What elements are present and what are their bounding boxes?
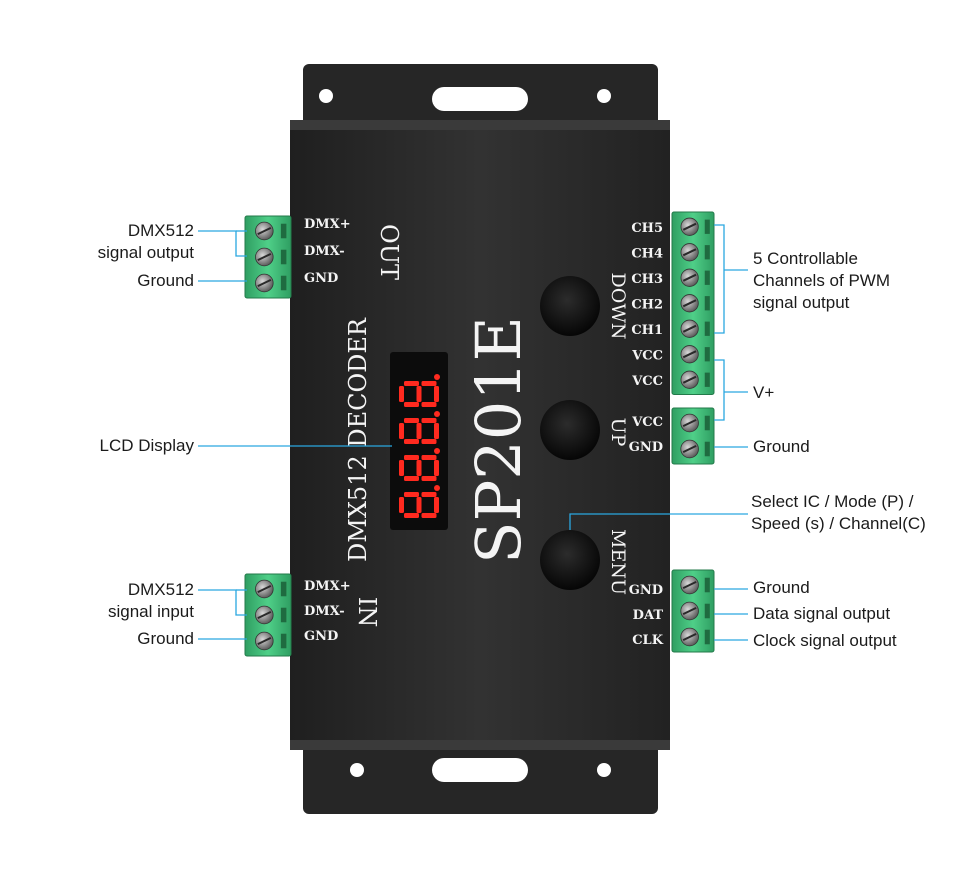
display-digit <box>399 374 440 407</box>
callout-dmx-in-line2: signal input <box>107 602 194 621</box>
callout-dmx-out-line2: signal output <box>97 243 194 262</box>
terminal-screw[interactable] <box>255 273 274 293</box>
terminal-blocks <box>244 211 715 657</box>
up-button-label: UP <box>607 418 629 447</box>
display-digit <box>399 485 440 518</box>
callout-menu-line1: Select IC / Mode (P) / <box>751 492 914 511</box>
pin-label-dmx-in: GND <box>304 629 338 644</box>
port-out-label: OUT <box>375 224 403 280</box>
terminal-screw[interactable] <box>680 413 699 433</box>
callout-pwm-line3: signal output <box>753 293 850 312</box>
terminal-screw[interactable] <box>680 575 699 595</box>
callout-ground-out: Ground <box>137 271 194 290</box>
pin-label-signal: GND <box>629 583 663 598</box>
pin-label-pwm: VCC <box>631 349 663 364</box>
terminal-block-power <box>671 407 715 465</box>
down-button-label: DOWN <box>607 273 629 340</box>
leader-dmx-out <box>198 230 247 257</box>
terminal-block-pwm-vcc <box>671 211 715 395</box>
pin-labels: DMX+ DMX- GND DMX+ DMX- GND CH5CH4CH3CH2CH1VCC… <box>304 217 664 648</box>
pin-label-dmx-out: GND <box>304 271 338 286</box>
callout-dmx-in-line1: DMX512 <box>127 580 194 599</box>
pin-label-pwm: CH5 <box>631 221 663 236</box>
terminal-screw[interactable] <box>680 217 699 236</box>
callout-lcd-display: LCD Display <box>99 436 194 455</box>
terminal-screw[interactable] <box>255 579 274 599</box>
pin-label-power: GND <box>629 440 663 455</box>
terminal-screw[interactable] <box>680 243 699 262</box>
leader-menu <box>569 513 748 530</box>
pin-label-dmx-in: DMX- <box>304 604 345 619</box>
terminal-screw[interactable] <box>680 294 699 313</box>
leader-vplus-bracket <box>714 359 725 421</box>
callout-ground-in: Ground <box>137 629 194 648</box>
display-digit <box>399 411 440 444</box>
terminal-screw[interactable] <box>255 247 274 267</box>
callout-ground-power: Ground <box>753 437 810 456</box>
terminal-screw[interactable] <box>680 345 699 364</box>
port-in-label: IN <box>353 597 381 627</box>
terminal-screw[interactable] <box>680 439 699 459</box>
terminal-block-dmx-in <box>244 573 292 657</box>
pin-label-pwm: VCC <box>631 374 663 389</box>
callout-pwm-line2: Channels of PWM <box>753 271 890 290</box>
terminal-screw[interactable] <box>680 268 699 287</box>
menu-button-label: MENU <box>607 529 629 595</box>
pin-label-power: VCC <box>631 415 663 430</box>
terminal-block-signal <box>671 569 715 653</box>
pin-label-signal: DAT <box>633 608 664 623</box>
decoder-label: DMX512 DECODER <box>344 317 372 562</box>
callout-ground-signal: Ground <box>753 578 810 597</box>
terminal-screw[interactable] <box>255 631 274 651</box>
model-label: SP201E <box>462 316 535 564</box>
menu-button[interactable] <box>540 530 600 590</box>
callout-dmx-out-line1: DMX512 <box>127 221 194 240</box>
terminal-screw[interactable] <box>255 605 274 625</box>
callout-menu-line2: Speed (s) / Channel(C) <box>751 514 926 533</box>
display-digits <box>399 374 440 518</box>
terminal-screw[interactable] <box>680 627 699 647</box>
pin-label-signal: CLK <box>632 633 663 648</box>
pin-label-dmx-out: DMX- <box>304 244 345 259</box>
terminal-screw[interactable] <box>680 319 699 338</box>
down-button[interactable] <box>540 276 600 336</box>
leader-lines <box>198 224 748 641</box>
pin-label-pwm: CH3 <box>631 272 663 287</box>
callout-data-signal: Data signal output <box>753 604 891 623</box>
callout-vplus: V+ <box>753 383 775 402</box>
callout-pwm-line1: 5 Controllable <box>753 249 858 268</box>
callout-clock-signal: Clock signal output <box>753 631 897 650</box>
terminal-screw[interactable] <box>255 221 274 241</box>
bottom-mounting-flange <box>303 744 658 814</box>
leader-dmx-in <box>198 589 247 616</box>
pin-label-pwm: CH4 <box>631 247 663 262</box>
pin-label-pwm: CH1 <box>631 323 663 338</box>
leader-pwm-bracket <box>714 224 725 334</box>
top-mounting-flange <box>303 64 658 134</box>
pin-label-dmx-in: DMX+ <box>304 579 351 594</box>
pin-label-dmx-out: DMX+ <box>304 217 351 232</box>
up-button[interactable] <box>540 400 600 460</box>
display-digit <box>399 448 440 481</box>
terminal-screw[interactable] <box>680 601 699 621</box>
terminal-screw[interactable] <box>680 370 699 389</box>
terminal-block-dmx-out <box>244 215 292 299</box>
pin-label-pwm: CH2 <box>631 298 663 313</box>
